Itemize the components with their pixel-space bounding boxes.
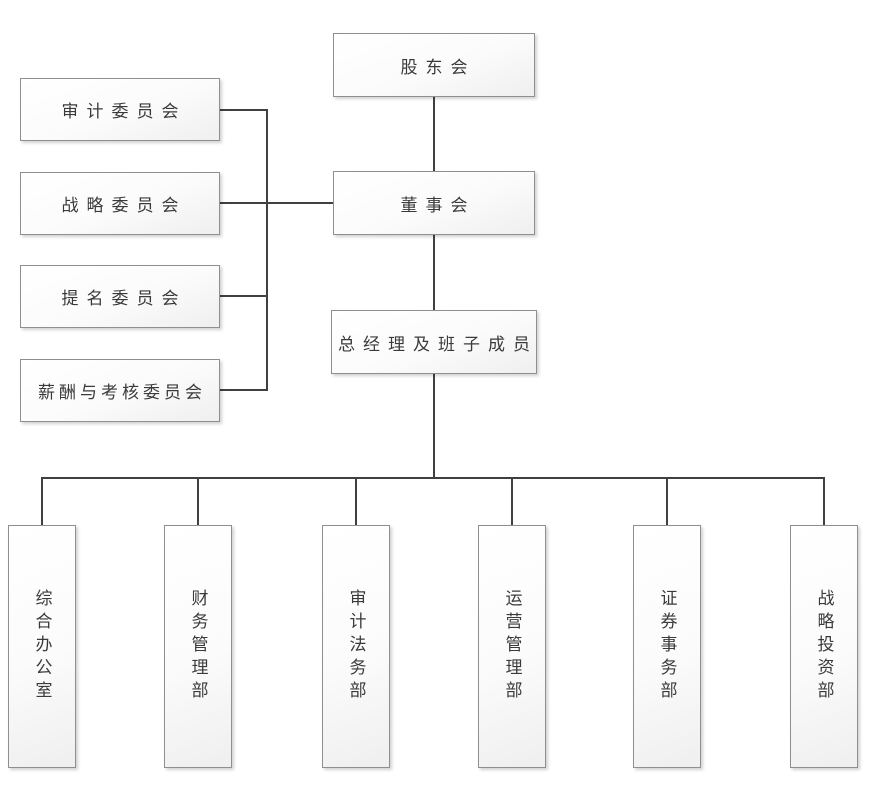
connector-drop-dept-3 — [355, 477, 357, 525]
node-committee-remuneration-appraisal: 薪酬与考核委员会 — [20, 359, 220, 422]
node-dept-general-office: 综合办公室 — [8, 525, 76, 768]
node-committee-strategy: 战略委员会 — [20, 172, 220, 235]
node-shareholders-meeting: 股东会 — [333, 33, 535, 97]
connector-drop-dept-2 — [197, 477, 199, 525]
connector-stub-committee-1 — [220, 109, 267, 111]
connector-stub-committee-4 — [220, 389, 267, 391]
connector-spine-board — [266, 202, 333, 204]
node-dept-audit-legal: 审计法务部 — [322, 525, 390, 768]
connector-stub-committee-2 — [220, 202, 267, 204]
connector-drop-dept-1 — [41, 477, 43, 525]
node-dept-strategic-investment: 战略投资部 — [790, 525, 858, 768]
node-dept-securities-affairs: 证券事务部 — [633, 525, 701, 768]
node-general-manager-team: 总经理及班子成员 — [331, 310, 537, 374]
node-committee-nomination: 提名委员会 — [20, 265, 220, 328]
connector-gm-distributor — [433, 374, 435, 479]
connector-drop-dept-6 — [823, 477, 825, 525]
node-committee-audit: 审计委员会 — [20, 78, 220, 141]
connector-drop-dept-5 — [666, 477, 668, 525]
connector-drop-dept-4 — [511, 477, 513, 525]
connector-board-gm — [433, 235, 435, 310]
node-dept-finance-management: 财务管理部 — [164, 525, 232, 768]
connector-distributor — [41, 477, 825, 479]
node-board-of-directors: 董事会 — [333, 171, 535, 235]
connector-committee-spine — [266, 109, 268, 391]
connector-shareholders-board — [433, 97, 435, 171]
connector-stub-committee-3 — [220, 295, 267, 297]
node-dept-operations-management: 运营管理部 — [478, 525, 546, 768]
